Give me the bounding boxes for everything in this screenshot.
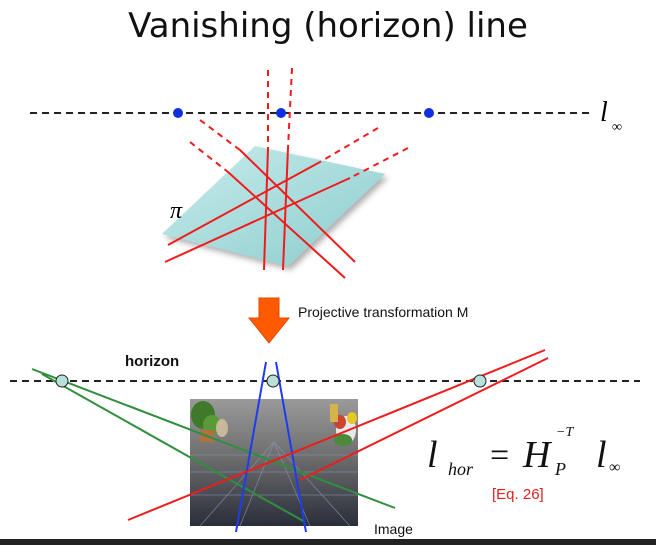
eq-rhs: l [596,434,607,476]
plane-pi [162,146,385,266]
eq-equals: = [490,437,509,474]
horizon-point-1 [55,374,69,388]
red-lines-top [164,67,409,279]
eq-H-sup: −T [556,425,574,440]
equation: l hor = H P −T l ∞ [427,425,620,479]
green-lines [31,368,396,523]
eq-lhs-sub: hor [448,459,474,479]
l-infinity-label: l [600,97,608,128]
eq-lhs: l [427,434,438,476]
horizon-label: horizon [125,353,179,370]
blue-lines [235,361,307,533]
vanishing-point-1 [173,108,183,118]
vanishing-point-3 [424,108,434,118]
eq-rhs-sub: ∞ [609,459,620,476]
vanishing-point-2 [276,108,286,118]
eq-H-sub: P [554,459,566,479]
image-label: Image [374,521,413,537]
eq-H: H [522,434,553,476]
bottom-bar [0,539,656,545]
plane-label: π [170,198,183,224]
slide-title: Vanishing (horizon) line [128,6,528,46]
eq-reference: [Eq. 26] [492,486,544,503]
transform-arrow [247,297,291,344]
horizon-point-3 [473,374,487,388]
transform-label: Projective transformation M [298,304,468,320]
plant-right [330,404,357,446]
plant-left [191,401,228,442]
l-infinity-subscript: ∞ [612,120,622,135]
horizon-point-2 [266,374,280,388]
